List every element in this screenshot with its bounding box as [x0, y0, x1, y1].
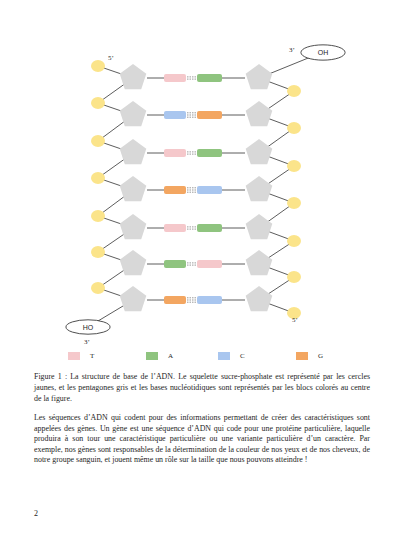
phosphate-circle	[287, 197, 301, 209]
legend-label: T	[90, 353, 94, 360]
base-block	[164, 111, 186, 119]
phosphate-circle	[287, 271, 301, 283]
base-block	[197, 111, 222, 119]
legend-swatch	[146, 352, 158, 360]
sugar-pentagon	[120, 214, 147, 239]
legend-swatch	[296, 352, 308, 360]
sugar-pentagon	[246, 139, 273, 164]
page-number: 2	[34, 510, 38, 518]
strand-end-label: 5’	[292, 317, 298, 324]
hydrogen-bond	[187, 297, 196, 298]
phosphate-circle	[91, 210, 105, 222]
legend-swatch	[218, 352, 230, 360]
terminal-label: HO	[83, 324, 94, 331]
phosphate-circle	[287, 85, 301, 97]
rung-line	[147, 264, 164, 265]
phosphate-circle	[91, 282, 105, 294]
rung-line	[147, 153, 164, 154]
sugar-pentagon	[246, 286, 273, 311]
hydrogen-bond	[187, 190, 196, 191]
rung-line	[147, 115, 164, 116]
legend-label: A	[168, 353, 173, 360]
hydrogen-bond	[187, 229, 196, 230]
phosphate-circle	[91, 135, 105, 147]
legend-label: G	[318, 353, 323, 360]
phosphate-circle	[91, 246, 105, 258]
hydrogen-bond	[187, 265, 196, 266]
ellipse-shape	[301, 45, 345, 60]
ellipse-shape	[66, 320, 110, 334]
sugar-pentagon	[246, 176, 273, 201]
rung-line	[222, 190, 245, 191]
sugar-pentagon	[120, 286, 147, 311]
rung-line	[147, 228, 164, 229]
terminal-label: OH	[318, 49, 329, 56]
figure-caption: Figure 1 : La structure de base de l’ADN…	[34, 371, 370, 404]
base-block	[164, 149, 186, 157]
phosphate-circle	[91, 60, 105, 72]
sugar-pentagon	[246, 250, 273, 275]
sugar-pentagon	[120, 250, 147, 275]
base-block	[164, 186, 186, 194]
backbone-lines	[88, 52, 323, 327]
base-block	[197, 260, 222, 268]
strand-end-label: 5’	[108, 55, 114, 62]
rung-line	[222, 264, 245, 265]
hydrogen-bond	[187, 112, 196, 113]
sugar-pentagon	[120, 101, 147, 126]
legend-label: C	[240, 353, 245, 360]
rung-line	[147, 190, 164, 191]
hydrogen-bond	[187, 300, 196, 301]
sugar-pentagon	[120, 176, 147, 201]
base-block	[164, 296, 186, 304]
base-block	[197, 224, 222, 232]
phosphate-circle	[91, 172, 105, 184]
sugar-pentagon	[246, 214, 273, 239]
body-paragraph: Les séquences d’ADN qui codent pour des …	[34, 413, 370, 466]
rung-line	[147, 78, 164, 79]
strand-end-label: 3’	[84, 339, 90, 346]
hydrogen-bond	[187, 79, 196, 80]
base-block	[197, 74, 222, 82]
base-block	[197, 186, 222, 194]
sugar-pentagon	[246, 101, 273, 126]
hydrogen-bond	[187, 187, 196, 188]
backbone-line	[259, 52, 323, 313]
phosphate-circle	[287, 235, 301, 247]
rung-line	[222, 153, 245, 154]
hydrogen-bond	[187, 76, 196, 77]
phosphate-circle	[287, 160, 301, 172]
legend-swatch	[68, 352, 80, 360]
sugar-pentagon	[246, 64, 273, 89]
hydrogen-bond	[187, 262, 196, 263]
hydrogen-bond	[187, 154, 196, 155]
strand-end-label: 3’	[289, 47, 295, 54]
rung-line	[147, 300, 164, 301]
base-block	[164, 224, 186, 232]
rung-line	[222, 115, 245, 116]
phosphate-circle	[287, 122, 301, 134]
base-block	[197, 296, 222, 304]
base-block	[164, 74, 186, 82]
terminal-ellipse: HO	[65, 319, 111, 335]
sugar-pentagon	[120, 139, 147, 164]
hydrogen-bond	[187, 192, 196, 193]
rung-line	[222, 78, 245, 79]
base-block	[164, 260, 186, 268]
hydrogen-bond	[187, 117, 196, 118]
hydrogen-bond	[187, 226, 196, 227]
sugar-pentagon	[120, 64, 147, 89]
base-block	[197, 149, 222, 157]
terminal-ellipse: OH	[300, 44, 346, 61]
hydrogen-bond	[187, 115, 196, 116]
hydrogen-bond	[187, 151, 196, 152]
phosphate-circle	[91, 97, 105, 109]
rung-line	[222, 228, 245, 229]
hydrogen-bond	[187, 302, 196, 303]
rung-line	[222, 300, 245, 301]
